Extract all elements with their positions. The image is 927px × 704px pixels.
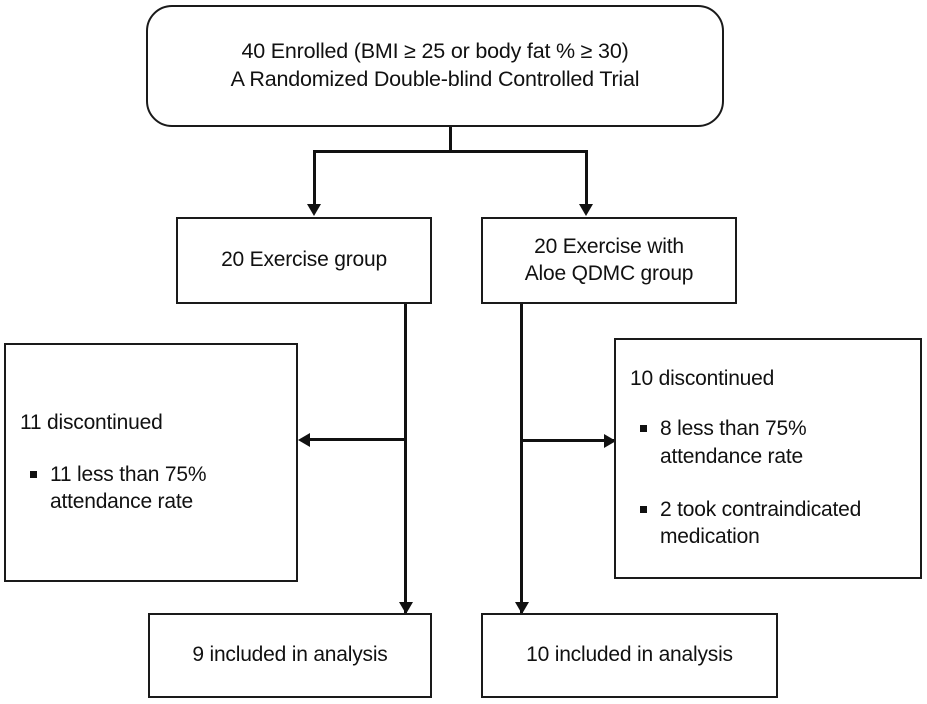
list-item-label: 2 took contraindicated medication: [660, 497, 862, 549]
node-enrolled-line-1: 40 Enrolled (BMI ≥ 25 or body fat % ≥ 30…: [241, 39, 629, 64]
bullet-square-icon: [640, 425, 647, 433]
arrowhead-to-left-analysis: [399, 602, 413, 614]
list-item: 8 less than 75% attendance rate: [630, 415, 912, 470]
node-left-analysis: 9 included in analysis: [148, 613, 432, 698]
node-right-discontinued: 10 discontinued 8 less than 75% attendan…: [614, 338, 922, 579]
bullet-square-icon: [640, 505, 647, 513]
list-item-label: 11 less than 75% attendance rate: [50, 462, 207, 513]
node-right-analysis-line-1: 10 included in analysis: [526, 643, 733, 667]
node-exercise-group-line-1: 20 Exercise group: [221, 248, 387, 272]
list-item: 2 took contraindicated medication: [630, 496, 912, 551]
connector-to-exercise-group: [313, 150, 316, 205]
node-aloe-group: 20 Exercise with Aloe QDMC group: [481, 217, 737, 304]
node-aloe-group-line-2: Aloe QDMC group: [524, 261, 694, 285]
node-enrolled-line-2: A Randomized Double-blind Controlled Tri…: [230, 67, 640, 91]
node-exercise-group: 20 Exercise group: [176, 217, 432, 304]
node-left-discontinued-bullets: 11 less than 75% attendance rate: [20, 461, 286, 516]
bullet-square-icon: [30, 470, 37, 478]
arrowhead-to-exercise-group: [307, 204, 321, 216]
node-right-discontinued-title: 10 discontinued: [630, 367, 775, 391]
node-enrolled: 40 Enrolled (BMI ≥ 25 or body fat % ≥ 30…: [146, 5, 724, 127]
node-right-analysis: 10 included in analysis: [481, 613, 778, 698]
node-left-discontinued: 11 discontinued 11 less than 75% attenda…: [4, 343, 298, 582]
connector-aloe-group-down: [520, 304, 523, 614]
list-item: 11 less than 75% attendance rate: [20, 461, 286, 516]
list-item-label: 8 less than 75% attendance rate: [660, 417, 807, 468]
node-aloe-group-line-1: 20 Exercise with: [534, 234, 684, 258]
connector-to-aloe-group: [585, 150, 588, 205]
arrowhead-to-aloe-group: [579, 204, 593, 216]
connector-aloe-group-to-right-discontinued: [521, 439, 615, 442]
arrowhead-to-right-analysis: [515, 602, 529, 614]
arrowhead-to-left-discontinued: [298, 433, 310, 447]
node-left-discontinued-title: 11 discontinued: [20, 410, 163, 434]
connector-exercise-group-to-left-discontinued: [310, 438, 405, 441]
node-left-analysis-line-1: 9 included in analysis: [192, 643, 388, 667]
arrowhead-to-right-discontinued: [604, 434, 616, 448]
node-right-discontinued-bullets: 8 less than 75% attendance rate 2 took c…: [630, 415, 912, 550]
connector-exercise-group-down: [404, 304, 407, 614]
connector-enrolled-stem: [449, 127, 452, 152]
connector-split-horizontal: [313, 150, 587, 153]
